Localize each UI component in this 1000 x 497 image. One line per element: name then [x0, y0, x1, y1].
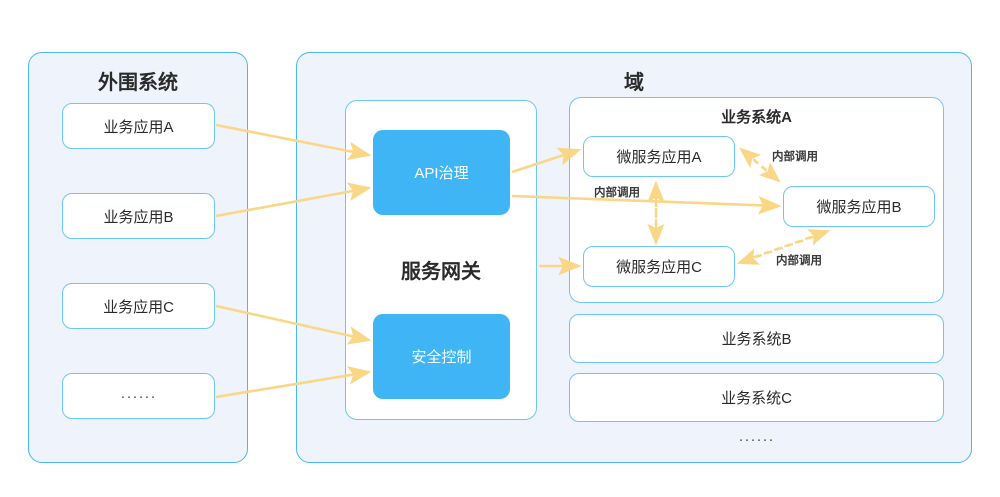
- service-gateway-title: 服务网关: [401, 261, 481, 283]
- card-microservice-b[interactable]: 微服务应用B: [783, 186, 935, 227]
- security-control-label: 安全控制: [411, 349, 472, 366]
- card-business-system-c[interactable]: 业务系统C: [569, 373, 944, 422]
- card-business-app-c-label: 业务应用C: [103, 298, 174, 316]
- business-system-a-title: 业务系统A: [721, 109, 792, 126]
- card-business-app-more[interactable]: ······: [62, 373, 215, 419]
- card-microservice-b-label: 微服务应用B: [816, 199, 902, 216]
- card-business-app-more-label: ······: [120, 387, 157, 405]
- card-business-system-c-label: 业务系统C: [721, 390, 792, 407]
- edge-label-internal-call-gateway: 内部调用: [594, 187, 640, 199]
- card-microservice-c[interactable]: 微服务应用C: [583, 246, 735, 287]
- card-microservice-a[interactable]: 微服务应用A: [583, 136, 735, 177]
- api-governance-block[interactable]: API治理: [373, 130, 510, 215]
- card-business-app-a-label: 业务应用A: [103, 118, 174, 136]
- card-business-system-b[interactable]: 业务系统B: [569, 314, 944, 363]
- peripheral-systems-title: 外围系统: [98, 72, 178, 94]
- security-control-block[interactable]: 安全控制: [373, 314, 510, 399]
- edge-label-internal-call-c-b: 内部调用: [776, 255, 822, 267]
- card-business-app-a[interactable]: 业务应用A: [62, 103, 215, 149]
- domain-title: 域: [624, 72, 644, 94]
- card-business-app-c[interactable]: 业务应用C: [62, 283, 215, 329]
- card-microservice-a-label: 微服务应用A: [616, 149, 702, 166]
- business-systems-more-ellipsis: ······: [738, 431, 775, 448]
- card-business-app-b[interactable]: 业务应用B: [62, 193, 215, 239]
- card-business-system-b-label: 业务系统B: [721, 331, 792, 348]
- api-governance-label: API治理: [414, 165, 469, 182]
- card-business-app-b-label: 业务应用B: [103, 208, 174, 226]
- card-microservice-c-label: 微服务应用C: [616, 259, 702, 276]
- edge-label-internal-call-a-b: 内部调用: [772, 151, 818, 163]
